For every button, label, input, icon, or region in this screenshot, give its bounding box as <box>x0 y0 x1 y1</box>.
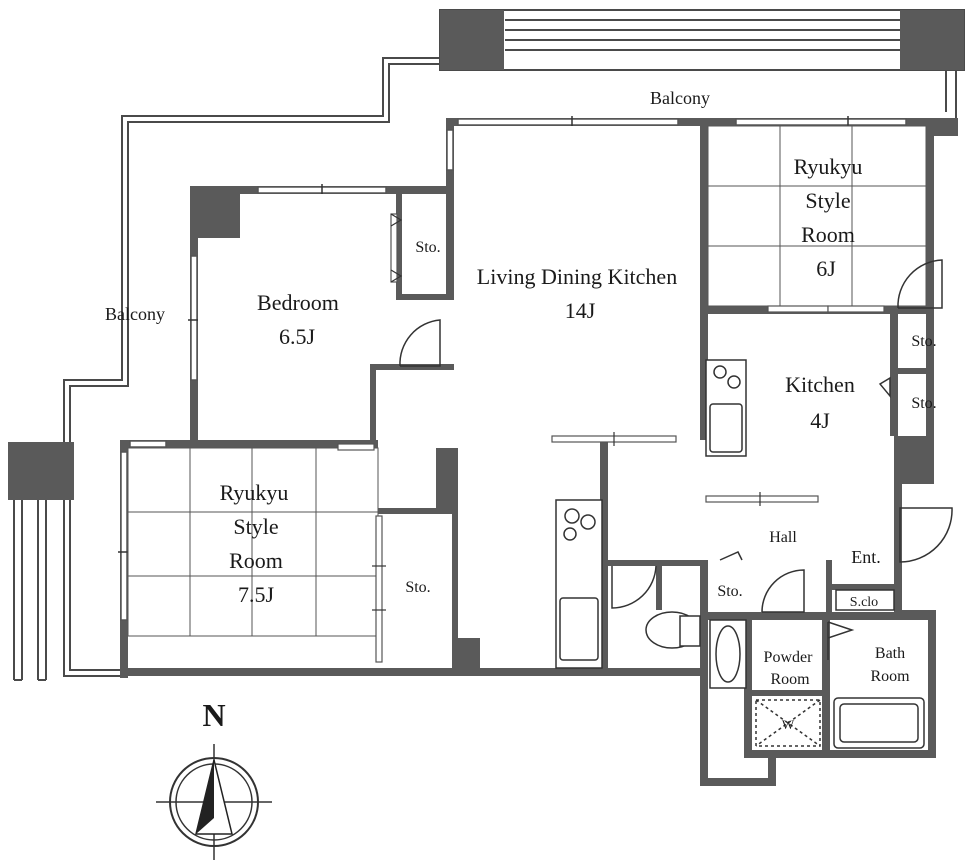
ryukyu-sw-line3: Room <box>229 548 283 573</box>
north-compass <box>156 744 272 860</box>
pillar-top-right <box>900 10 964 70</box>
storage-hall-label: Sto. <box>717 583 742 600</box>
ryukyu-sw-size: 7.5J <box>238 582 275 607</box>
washer-label: W <box>782 717 795 732</box>
shoe-closet-label: S.clo <box>850 595 878 610</box>
storage-sw-label: Sto. <box>405 579 430 596</box>
north-label: N <box>202 697 225 733</box>
ldk-size: 14J <box>565 298 596 323</box>
balcony-left-railing <box>63 57 440 677</box>
storage-bedroom-label: Sto. <box>415 239 440 256</box>
ryukyu-ne-size: 6J <box>816 256 836 281</box>
powder-room-line1: Powder <box>764 649 814 666</box>
ryukyu-ne-line1: Ryukyu <box>794 154 863 179</box>
balcony-top-label: Balcony <box>650 88 710 108</box>
storage-kitchen-2-label: Sto. <box>911 395 936 412</box>
kitchen-size: 4J <box>810 408 830 433</box>
ryukyu-ne-line3: Room <box>801 222 855 247</box>
tatami-grid-sw <box>127 447 379 637</box>
bath-room-line1: Bath <box>875 645 905 662</box>
pillar-left <box>8 442 74 500</box>
balcony-left-label: Balcony <box>105 304 165 324</box>
balcony-outline <box>8 9 965 681</box>
ryukyu-ne-line2: Style <box>805 188 850 213</box>
bath-room-line2: Room <box>870 668 910 685</box>
bedroom-name: Bedroom <box>257 290 339 315</box>
hall-label: Hall <box>769 529 797 546</box>
ryukyu-sw-line1: Ryukyu <box>220 480 289 505</box>
labels: Balcony Balcony Living Dining Kitchen 14… <box>105 88 937 733</box>
windows <box>118 116 907 621</box>
ryukyu-sw-line2: Style <box>233 514 278 539</box>
powder-room-line2: Room <box>770 671 810 688</box>
pillar-top-left <box>440 10 504 70</box>
entrance-label: Ent. <box>851 547 881 567</box>
kitchen-name: Kitchen <box>785 372 855 397</box>
bedroom-size: 6.5J <box>279 324 316 349</box>
ldk-name: Living Dining Kitchen <box>477 264 677 289</box>
sliding-partitions <box>337 213 885 663</box>
storage-kitchen-1-label: Sto. <box>911 333 936 350</box>
fixtures <box>555 359 925 749</box>
swing-doors <box>399 259 953 660</box>
washer-area <box>755 699 821 747</box>
